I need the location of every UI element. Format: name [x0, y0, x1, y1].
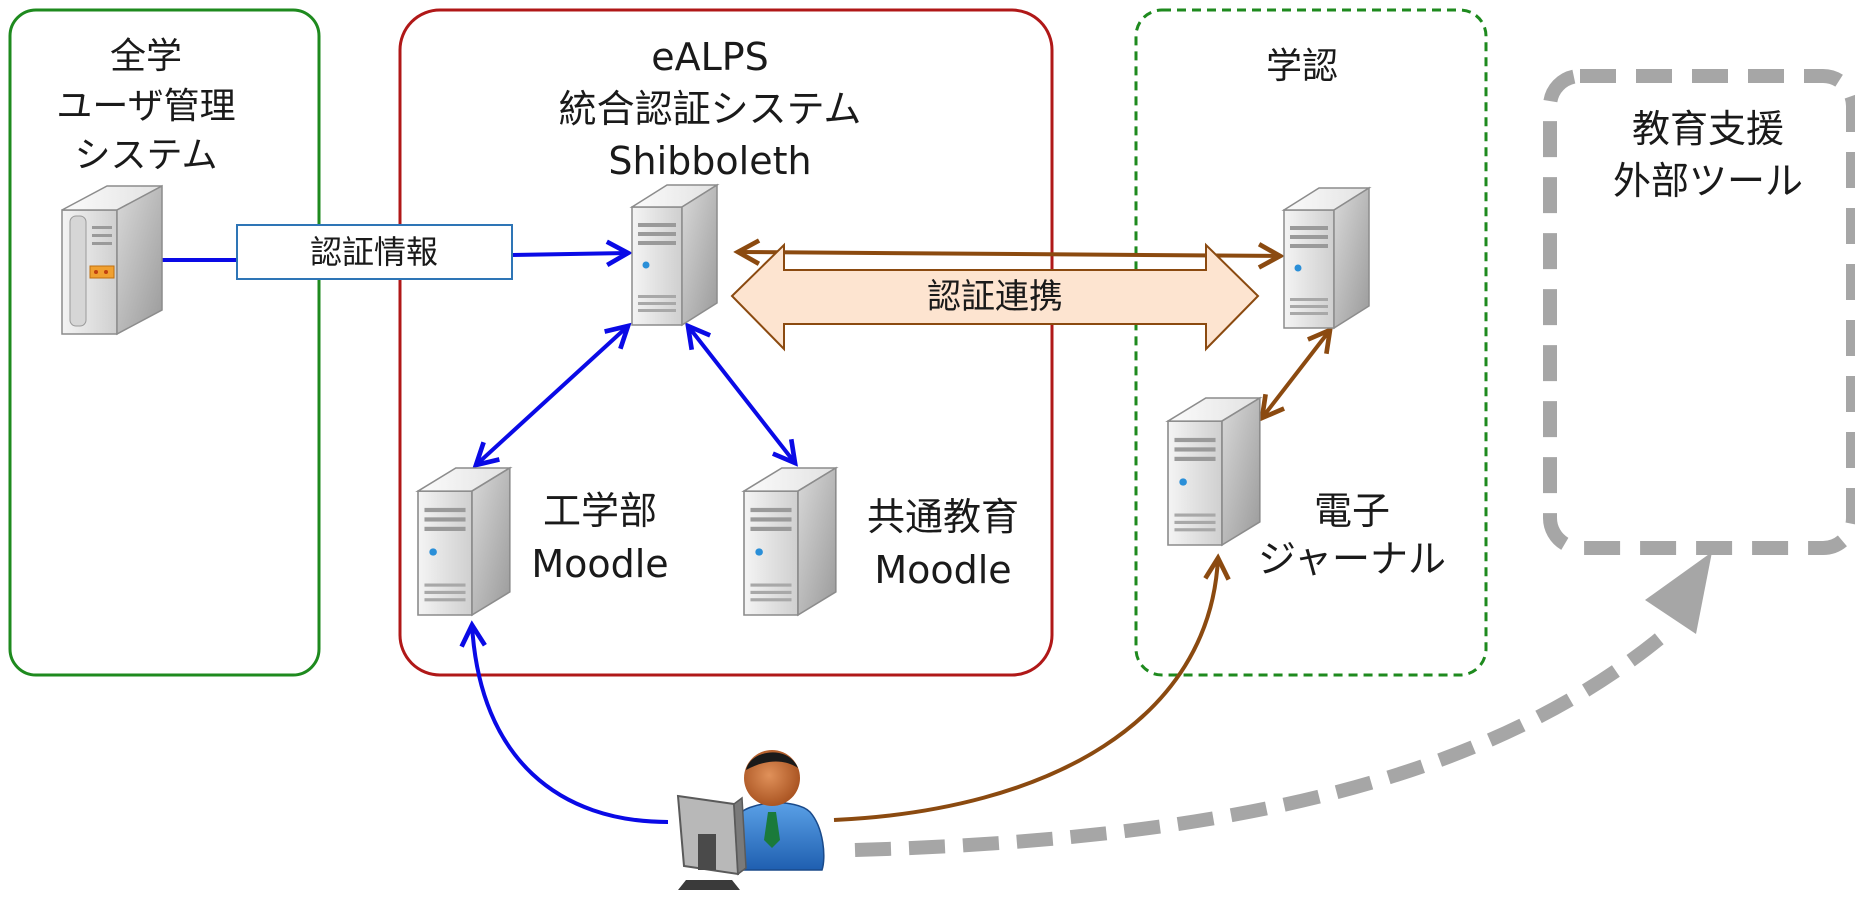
server-icon [417, 467, 511, 616]
idp-common-arrow [688, 326, 795, 463]
ealps-title-line2: 統合認証システム [559, 87, 862, 131]
server-icon [1167, 397, 1261, 546]
user-at-computer-icon [676, 750, 825, 890]
university-group-box [8, 8, 321, 677]
auth-federation-block-arrow [730, 242, 1260, 352]
external-access-dashed-arrow [854, 624, 1675, 857]
server-icon [631, 184, 718, 326]
external-title-line1: 教育支援 [1632, 107, 1784, 151]
auth-federation-label: 認証連携 [927, 277, 1063, 317]
engineering-moodle-label-line2: Moodle [531, 542, 668, 586]
gakunin-title: 学認 [1266, 46, 1338, 87]
auth-info-arrow [511, 253, 628, 255]
user-journal-arrow [833, 558, 1218, 822]
server-icon [743, 467, 837, 616]
e-journal-label-line2: ジャーナル [1258, 537, 1446, 581]
gakunin-group-box [1134, 8, 1488, 677]
idp-gakunin-arrow [738, 252, 1280, 256]
auth-info-box [236, 224, 513, 280]
external-title-line2: 外部ツール [1613, 159, 1803, 203]
university-title-line3: システム [75, 135, 218, 176]
university-title-line1: 全学 [110, 36, 182, 77]
user-engineering-arrow [472, 625, 669, 824]
e-journal-label-line1: 電子 [1314, 489, 1390, 533]
server-icon [1283, 187, 1370, 329]
university-title-line2: ユーザ管理 [56, 86, 235, 127]
ealps-title-line1: eALPS [651, 35, 769, 79]
server-tower-icon [61, 184, 163, 336]
common-moodle-label-line1: 共通教育 [867, 495, 1019, 539]
external-tools-box [1543, 69, 1855, 555]
gakunin-journal-arrow [1262, 330, 1330, 418]
ealps-group-box [398, 8, 1054, 677]
idp-engineering-arrow [476, 326, 628, 465]
engineering-moodle-label-line1: 工学部 [543, 489, 657, 533]
ealps-title-line3: Shibboleth [608, 139, 811, 183]
auth-info-label: 認証情報 [310, 233, 438, 271]
external-access-arrowhead [1645, 552, 1712, 634]
common-moodle-label-line2: Moodle [874, 548, 1011, 592]
